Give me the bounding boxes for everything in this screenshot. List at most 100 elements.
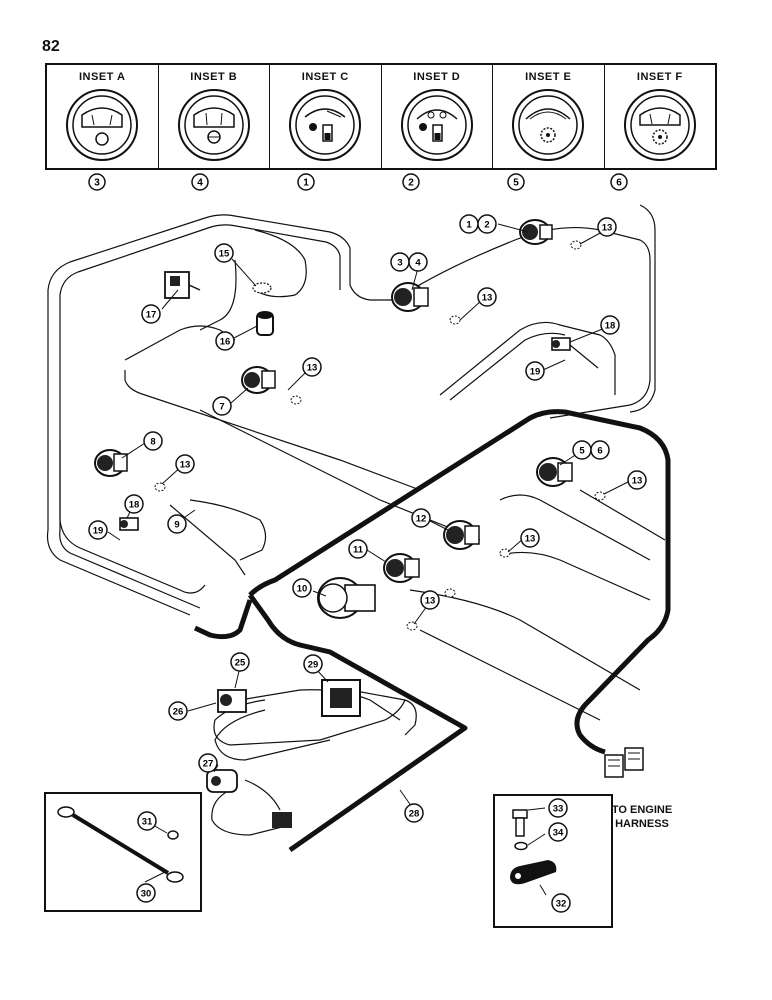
inset-ref-label: 5 (513, 178, 519, 189)
inset-b: INSET B (159, 65, 270, 168)
callout-6: 6 (590, 440, 610, 460)
inset-ref-2: 2 (402, 173, 420, 191)
callout-13: 13 (597, 217, 617, 237)
callout-number: 19 (93, 526, 104, 537)
callout-circle (597, 217, 617, 237)
callout-circle (136, 883, 156, 903)
inset-a: INSET A (47, 65, 159, 168)
callout-circle (590, 440, 610, 460)
callout-number: 33 (553, 804, 564, 815)
callout-circle (175, 454, 195, 474)
gauge-icon (512, 89, 585, 161)
callout-number: 13 (525, 534, 536, 545)
callout-number: 16 (220, 337, 231, 348)
callout-31: 31 (137, 811, 157, 831)
hardware-inset-left (44, 792, 202, 912)
knob-16 (256, 311, 274, 336)
callout-circle (600, 315, 620, 335)
callout-number: 2 (484, 220, 489, 231)
callout-number: 11 (353, 545, 364, 556)
callout-5: 5 (572, 440, 592, 460)
callout-number: 7 (219, 402, 224, 413)
callout-circle (548, 822, 568, 842)
inset-ref-3: 3 (88, 173, 106, 191)
callout-number: 18 (605, 321, 616, 332)
callout-circle (143, 431, 163, 451)
callout-circle (411, 508, 431, 528)
callout-11: 11 (348, 539, 368, 559)
page-bottom-edge (0, 993, 772, 994)
inset-d: INSET D (382, 65, 493, 168)
gauge-8 (94, 449, 128, 477)
bulb-15 (252, 282, 272, 294)
gauge-icon (66, 89, 139, 161)
callout-number: 30 (141, 889, 152, 900)
callout-number: 25 (235, 658, 246, 669)
callout-number: 1 (466, 220, 472, 231)
callout-29: 29 (303, 654, 323, 674)
callout-19: 19 (88, 520, 108, 540)
inset-ref-label: 3 (94, 178, 100, 189)
inset-title: INSET E (525, 71, 572, 83)
callout-number: 13 (602, 223, 613, 234)
inset-title: INSET F (636, 71, 683, 83)
callout-4: 4 (408, 252, 428, 272)
gauge-56 (536, 457, 573, 487)
callout-circle (212, 396, 232, 416)
leader-lines (107, 223, 631, 811)
gauge-34 (391, 282, 429, 312)
callout-circle (525, 361, 545, 381)
callout-33: 33 (548, 798, 568, 818)
callout-28: 28 (404, 803, 424, 823)
callout-number: 17 (146, 310, 157, 321)
callout-13: 13 (420, 590, 440, 610)
callout-34: 34 (548, 822, 568, 842)
callout-number: 15 (219, 249, 230, 260)
plug-28 (272, 812, 292, 828)
callout-number: 26 (173, 707, 184, 718)
gauge-icon (177, 89, 250, 161)
switch-27 (206, 769, 238, 793)
callout-circle (214, 243, 234, 263)
callout-3: 3 (390, 252, 410, 272)
lamp-bulbs (154, 240, 606, 631)
callout-18: 18 (124, 494, 144, 514)
inset-ref-label: 6 (616, 178, 622, 189)
callout-number: 13 (482, 293, 493, 304)
callout-7: 7 (212, 396, 232, 416)
lower-branches (211, 489, 666, 836)
callout-13: 13 (477, 287, 497, 307)
callout-circle (198, 753, 218, 773)
switch-26 (217, 689, 247, 713)
inset-title: INSET D (413, 71, 461, 83)
callout-number: 34 (553, 828, 564, 839)
callout-1: 1 (459, 214, 479, 234)
callout-circle (230, 652, 250, 672)
inset-ref-5: 5 (507, 173, 525, 191)
callout-number: 31 (142, 817, 153, 828)
note-line-1: TO ENGINE (611, 804, 673, 816)
sender-18-upper (551, 337, 599, 369)
callout-circle (303, 654, 323, 674)
callout-circle (477, 214, 497, 234)
callout-circle (168, 701, 188, 721)
callout-circle (88, 520, 108, 540)
callout-number: 28 (409, 809, 420, 820)
gauge-7 (241, 366, 276, 394)
gauge-icon (623, 89, 696, 161)
hardware-inset-right (493, 794, 613, 928)
callout-13: 13 (520, 528, 540, 548)
inset-ref-4: 4 (191, 173, 209, 191)
callout-circle (548, 798, 568, 818)
callout-circle (167, 514, 187, 534)
inset-title: INSET A (79, 71, 126, 83)
sender-18-lower (119, 517, 139, 531)
callout-number: 9 (174, 520, 179, 531)
callout-circle (137, 811, 157, 831)
callout-number: 29 (308, 660, 319, 671)
callout-circle (404, 803, 424, 823)
inset-refs: 3 4 1 2 5 6 (88, 173, 628, 191)
page-number: 82 (42, 38, 60, 55)
callout-number: 3 (397, 258, 402, 269)
